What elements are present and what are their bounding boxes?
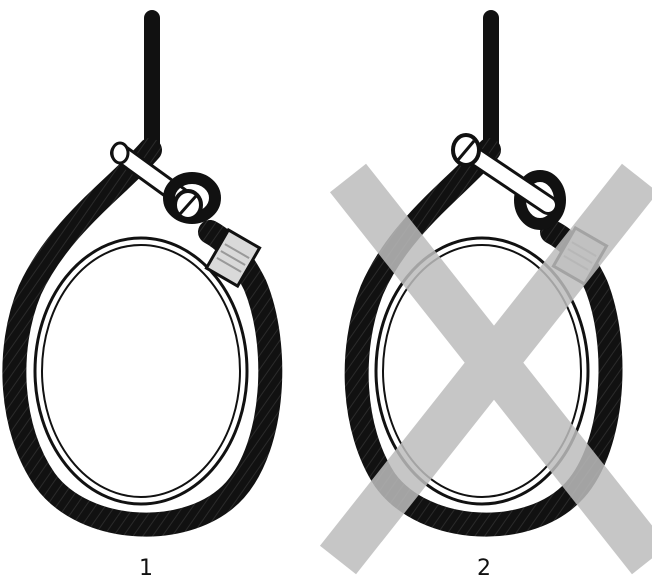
figure-2-label: 2 xyxy=(464,558,504,580)
figure-2 xyxy=(338,18,650,560)
thimble-ring-inner xyxy=(42,245,240,497)
figure-1 xyxy=(14,18,270,525)
figure-1-label: 1 xyxy=(126,558,166,580)
